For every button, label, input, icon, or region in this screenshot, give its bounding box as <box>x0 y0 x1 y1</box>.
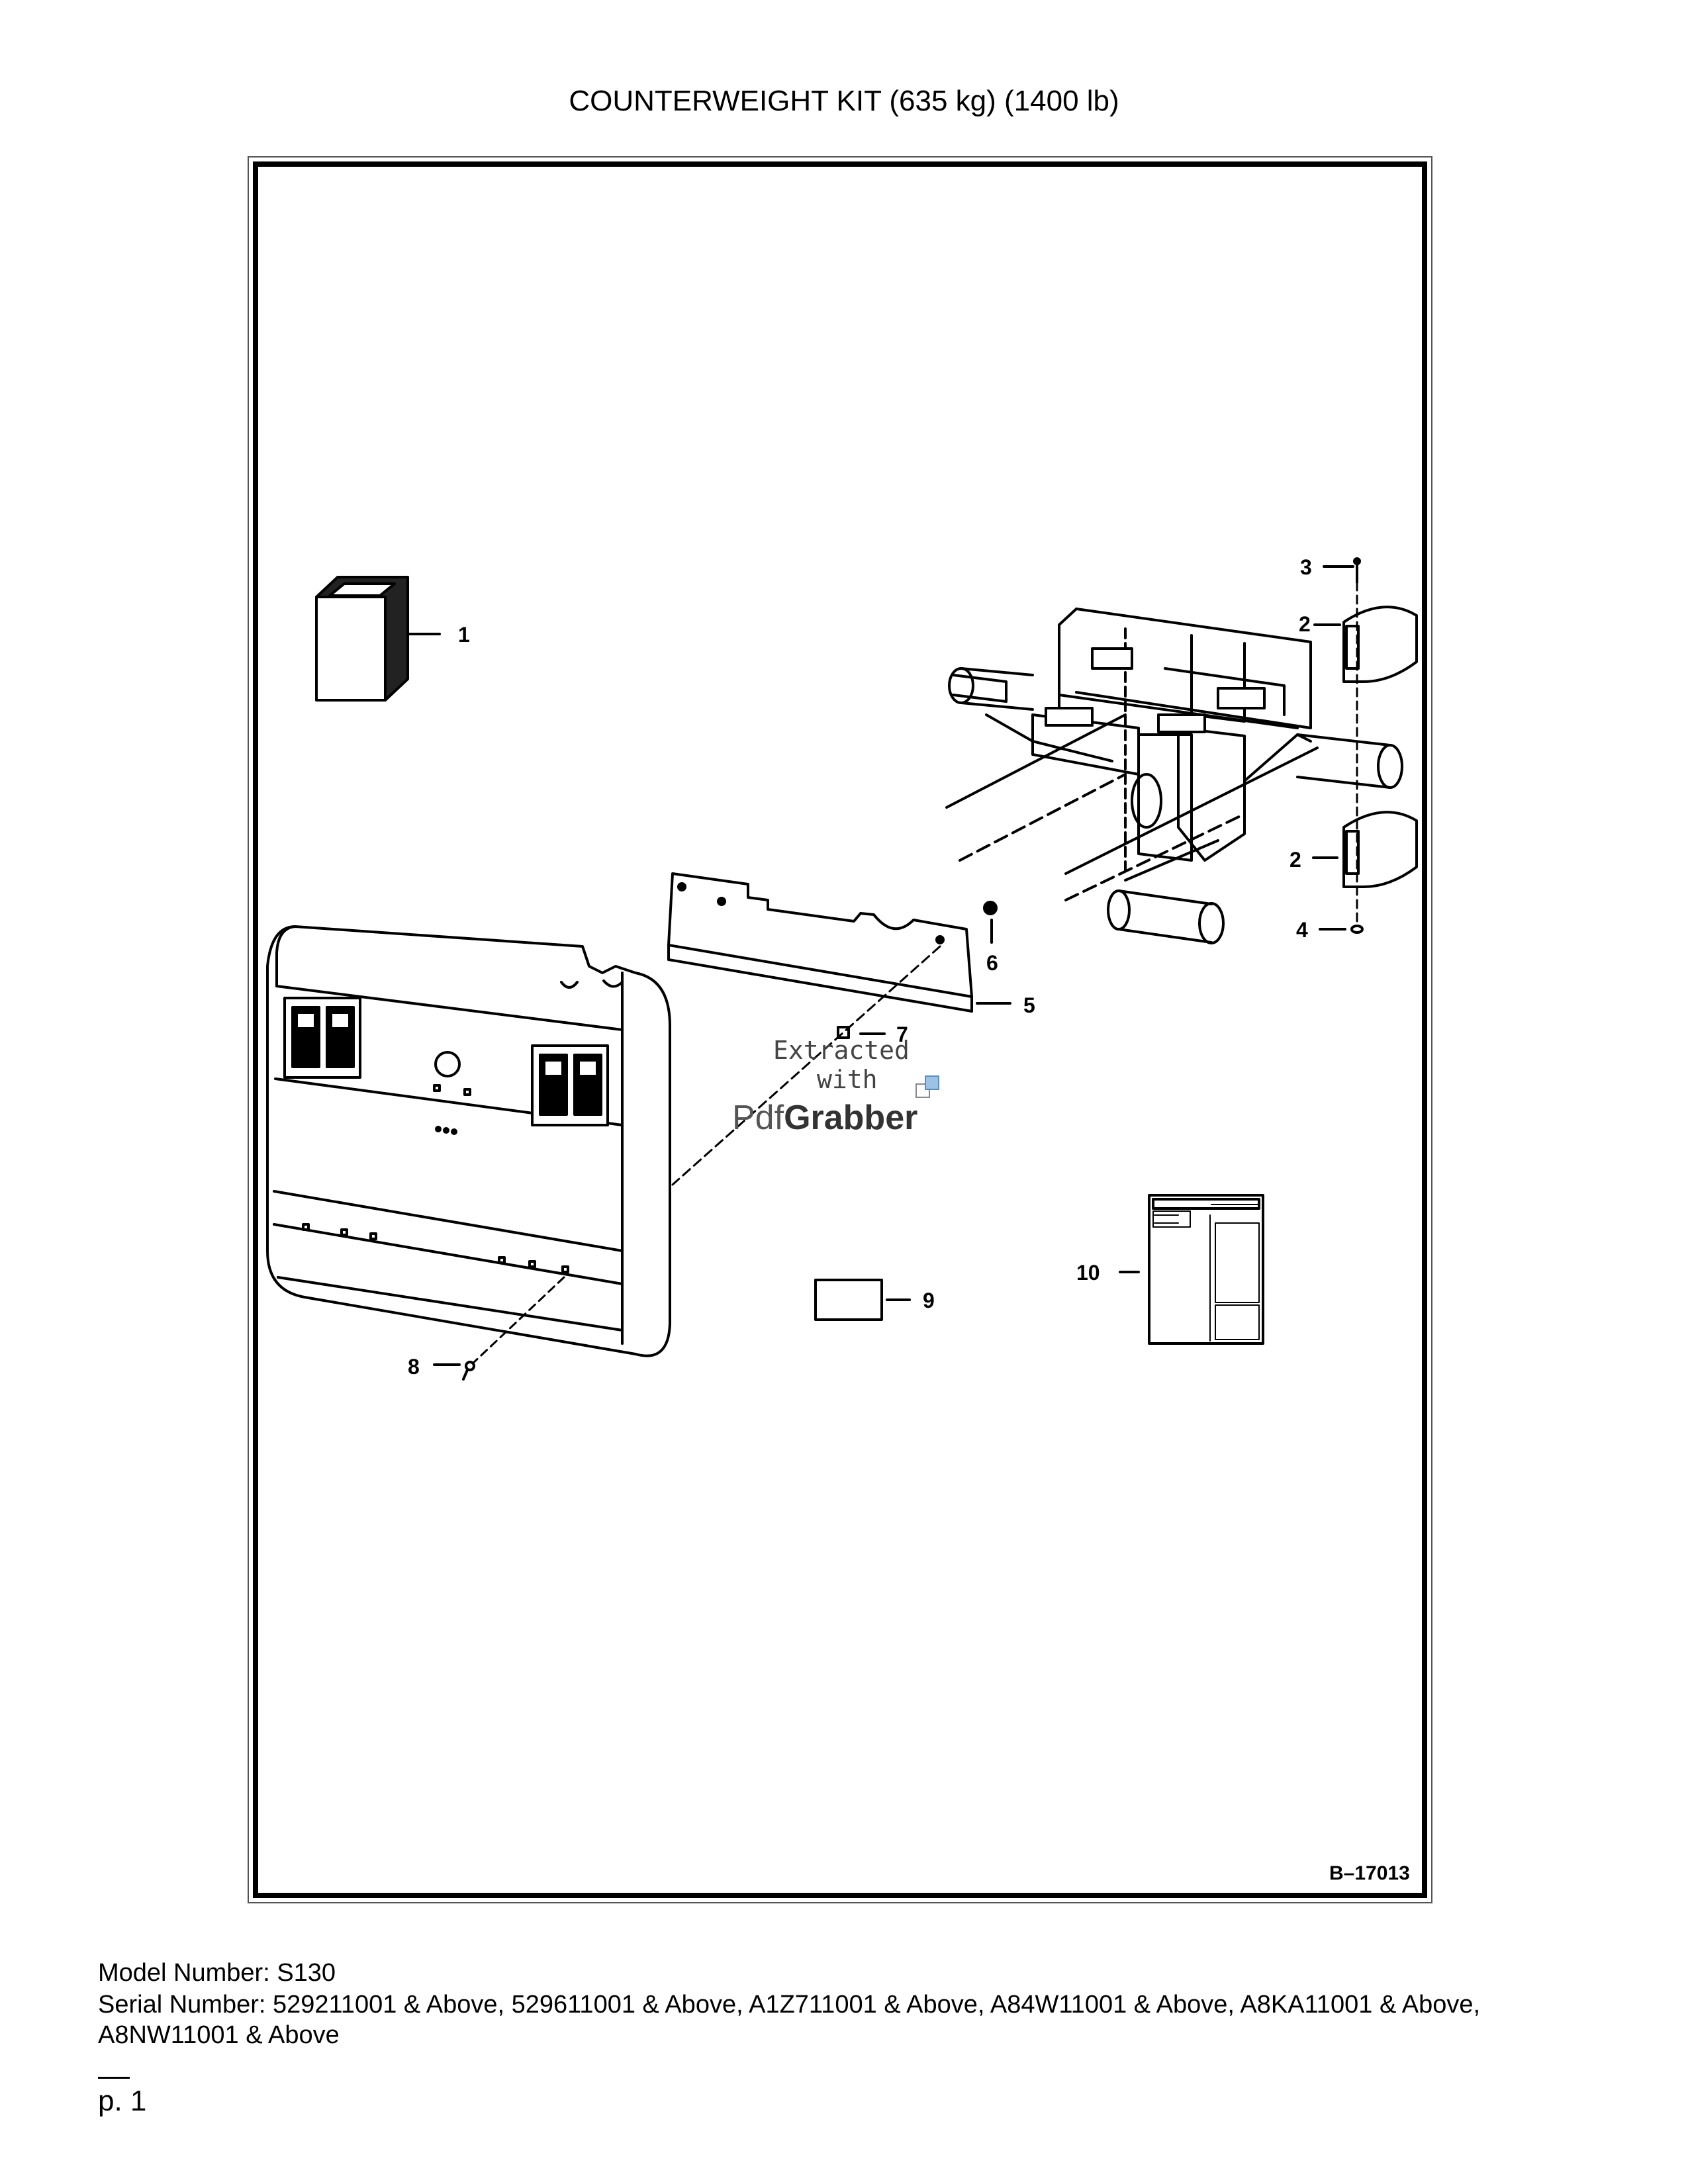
callout-1: 1 <box>458 623 470 647</box>
watermark-brand: PdfGrabber <box>732 1099 917 1137</box>
part-2-lower-clamp <box>1312 811 1418 888</box>
part-5-plate <box>667 872 1011 1013</box>
figure-number: B–17013 <box>1329 1862 1410 1884</box>
callout-2-lower: 2 <box>1289 848 1301 872</box>
callout-9: 9 <box>923 1289 935 1312</box>
callout-5: 5 <box>1023 993 1035 1017</box>
callout-6: 6 <box>986 951 998 975</box>
watermark-brand-prefix: Pdf <box>732 1099 784 1137</box>
counterweight-body <box>266 925 671 1357</box>
callout-4: 4 <box>1296 918 1308 942</box>
part-1-box <box>315 576 441 702</box>
serial-number: Serial Number: 529211001 & Above, 529611… <box>98 1991 1481 2049</box>
part-2-upper-clamp <box>1313 606 1418 683</box>
frame-assembly <box>945 608 1403 944</box>
model-number: Model Number: S130 <box>98 1959 336 1987</box>
part-6-washer <box>983 901 998 944</box>
diagram-frame-outer <box>248 156 1432 1903</box>
watermark-logo-icon <box>915 1075 939 1098</box>
callout-3: 3 <box>1300 555 1312 579</box>
pdfgrabber-watermark: Extracted with PdfGrabber <box>732 1036 939 1137</box>
callout-10: 10 <box>1076 1261 1100 1285</box>
watermark-line-2: with <box>817 1065 878 1094</box>
part-9-decal <box>814 1279 911 1321</box>
part-3-bolt <box>1323 557 1361 928</box>
diagram-frame <box>253 161 1427 1898</box>
part-8-bolt <box>433 1276 565 1381</box>
callout-7: 7 <box>896 1023 908 1046</box>
part-4-nut <box>1319 925 1364 934</box>
callout-2-upper: 2 <box>1299 612 1311 636</box>
callout-8: 8 <box>408 1355 420 1379</box>
page-title: COUNTERWEIGHT KIT (635 kg) (1400 lb) <box>569 85 1119 117</box>
part-10-sheet <box>1119 1194 1264 1345</box>
page-number: p. 1 <box>98 2085 147 2117</box>
watermark-brand-suffix: Grabber <box>784 1099 917 1137</box>
footer-rule <box>98 2077 130 2079</box>
watermark-line-1: Extracted <box>773 1036 910 1065</box>
